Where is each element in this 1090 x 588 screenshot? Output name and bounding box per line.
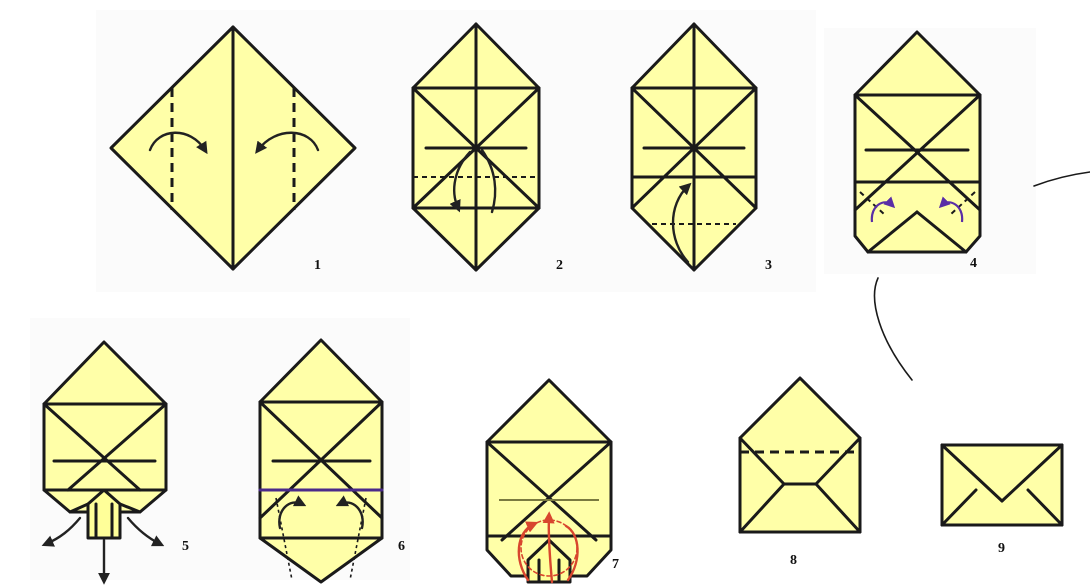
step-5-number: 5 — [182, 539, 189, 555]
connector-line-bottom — [875, 278, 912, 380]
step-2-number: 2 — [556, 258, 563, 274]
step-3-number: 3 — [765, 258, 772, 274]
step-4-number: 4 — [970, 256, 977, 272]
step-7-diagram — [487, 380, 611, 582]
step-1-number: 1 — [314, 258, 321, 274]
step-6-number: 6 — [398, 539, 405, 555]
step-8-diagram — [740, 378, 860, 532]
connector-line-top — [1034, 172, 1090, 186]
step-8-number: 8 — [790, 553, 797, 569]
step-9-diagram — [942, 445, 1062, 525]
step-9-number: 9 — [998, 541, 1005, 557]
step-7-number: 7 — [612, 557, 619, 573]
